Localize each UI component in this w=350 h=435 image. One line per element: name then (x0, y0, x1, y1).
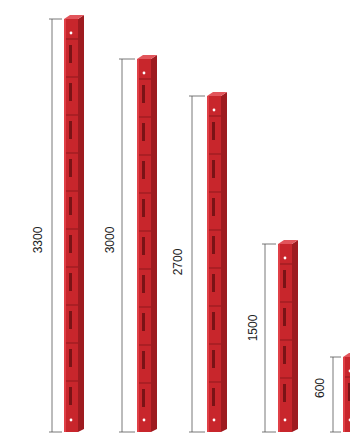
dimension-line (189, 96, 205, 432)
fence-post (137, 55, 157, 432)
dimension-line (330, 357, 341, 432)
dimension-value: 1500 (246, 313, 260, 344)
dimension-value: 3300 (31, 225, 45, 256)
fence-post (207, 92, 227, 432)
dimension-line (119, 59, 135, 432)
dimension-value: 3000 (103, 225, 117, 256)
dimension-line (262, 244, 276, 432)
fence-post (343, 353, 350, 432)
dimension-line (49, 19, 62, 432)
dimension-value: 2700 (171, 247, 185, 278)
fence-post (278, 240, 298, 432)
dimension-value: 600 (313, 376, 327, 400)
fence-post (64, 15, 84, 432)
